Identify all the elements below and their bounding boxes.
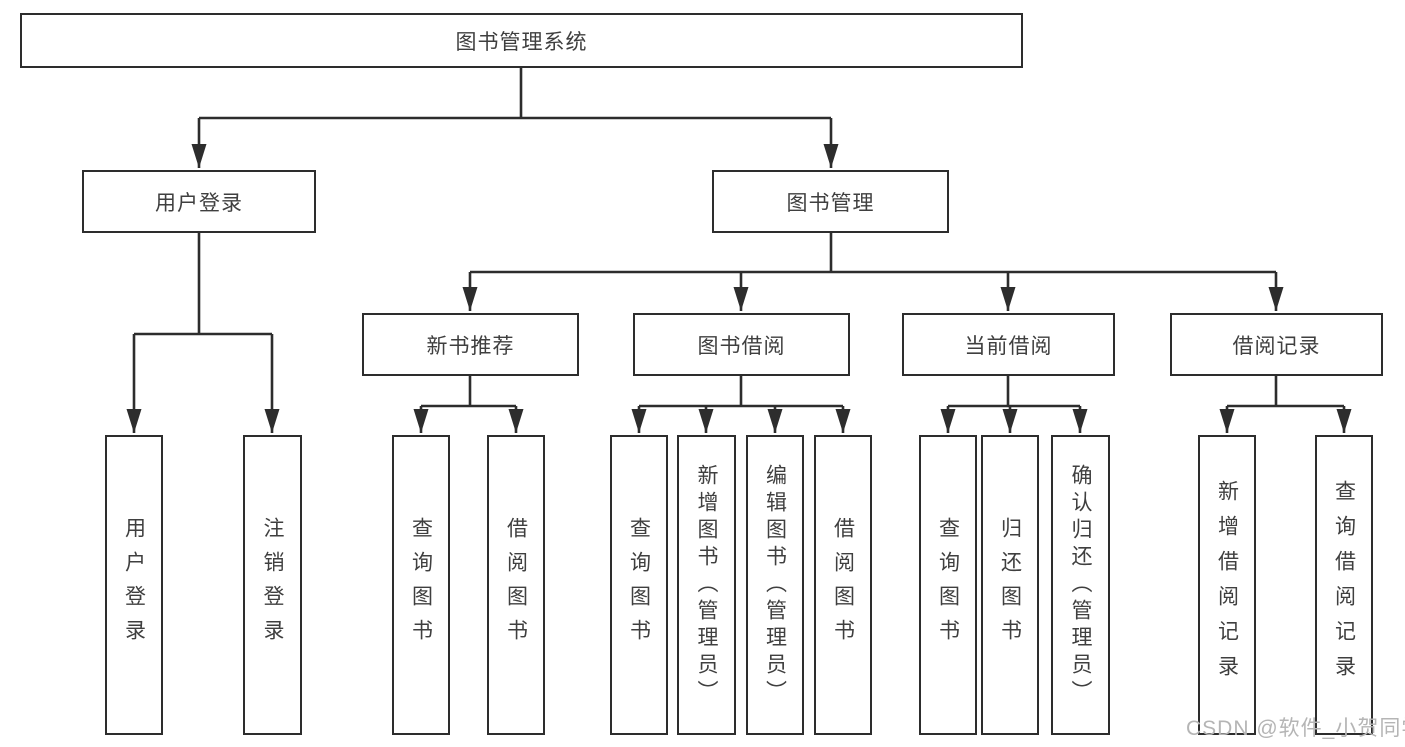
leaf-user-login: 用户登录 [105, 435, 163, 735]
node-new-book-recommend-label: 新书推荐 [426, 334, 515, 358]
leaf-return-book: 归还图书 [981, 435, 1039, 735]
leaf-confirm-return-admin-label: 确认归还（管理员） [1069, 463, 1092, 707]
node-borrow-records-label: 借阅记录 [1232, 334, 1321, 358]
connector-user-login-children [126, 233, 280, 433]
leaf-query-book-recommend: 查询图书 [392, 435, 450, 735]
node-root: 图书管理系统 [20, 13, 1023, 68]
leaf-query-book-current-label: 查询图书 [936, 517, 960, 653]
leaf-query-borrow-record-label: 查询借阅记录 [1332, 480, 1356, 690]
connector-book-borrow-children [631, 376, 851, 433]
leaf-logout: 注销登录 [243, 435, 302, 735]
leaf-query-book-borrow: 查询图书 [610, 435, 668, 735]
leaf-add-borrow-record-label: 新增借阅记录 [1215, 480, 1239, 690]
leaf-return-book-label: 归还图书 [998, 517, 1022, 653]
connector-current-borrow-children [940, 376, 1088, 433]
leaf-logout-label: 注销登录 [261, 517, 284, 653]
leaf-borrow-book-label: 借阅图书 [831, 517, 855, 653]
node-book-management: 图书管理 [712, 170, 949, 233]
leaf-add-book-admin-label: 新增图书（管理员） [695, 463, 718, 707]
node-book-management-label: 图书管理 [786, 191, 875, 215]
connector-new-book-children [413, 376, 524, 433]
node-current-borrow: 当前借阅 [902, 313, 1115, 376]
node-new-book-recommend: 新书推荐 [362, 313, 579, 376]
node-user-login-label: 用户登录 [155, 191, 243, 215]
leaf-query-borrow-record: 查询借阅记录 [1315, 435, 1373, 735]
node-book-borrow-label: 图书借阅 [697, 334, 786, 358]
leaf-query-book-recommend-label: 查询图书 [409, 517, 433, 653]
connector-book-management-children [462, 233, 1284, 311]
leaf-query-book-current: 查询图书 [919, 435, 977, 735]
node-root-label: 图书管理系统 [455, 30, 588, 54]
connector-root-to-level1 [191, 68, 839, 168]
leaf-edit-book-admin: 编辑图书（管理员） [746, 435, 804, 735]
node-book-borrow: 图书借阅 [633, 313, 850, 376]
leaf-borrow-book-recommend: 借阅图书 [487, 435, 545, 735]
watermark-text: CSDN @软件_小贺同学 [1186, 717, 1405, 740]
leaf-confirm-return-admin: 确认归还（管理员） [1051, 435, 1110, 735]
leaf-borrow-book-recommend-label: 借阅图书 [504, 517, 528, 653]
leaf-add-book-admin: 新增图书（管理员） [677, 435, 736, 735]
connector-borrow-records-children [1219, 376, 1352, 433]
leaf-edit-book-admin-label: 编辑图书（管理员） [763, 463, 787, 707]
node-current-borrow-label: 当前借阅 [964, 334, 1053, 358]
leaf-add-borrow-record: 新增借阅记录 [1198, 435, 1256, 735]
leaf-user-login-label: 用户登录 [122, 517, 146, 653]
node-borrow-records: 借阅记录 [1170, 313, 1383, 376]
leaf-borrow-book: 借阅图书 [814, 435, 872, 735]
node-user-login: 用户登录 [82, 170, 316, 233]
leaf-query-book-borrow-label: 查询图书 [627, 517, 651, 653]
